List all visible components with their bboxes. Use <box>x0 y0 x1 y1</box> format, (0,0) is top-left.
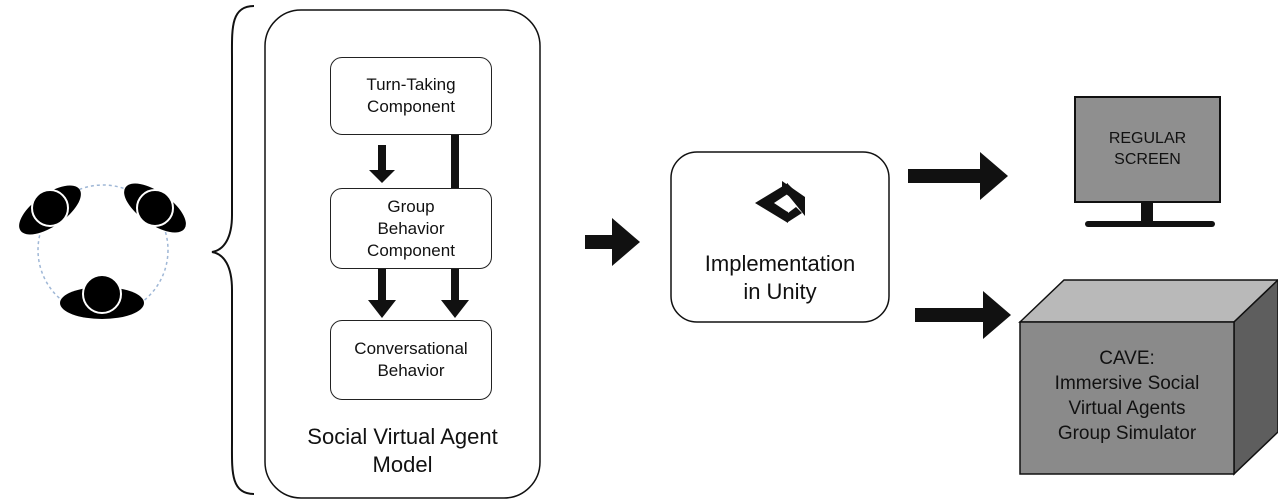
group-circle <box>37 184 169 316</box>
turn-taking-label: Turn-Taking Component <box>366 75 456 116</box>
group-behavior-box: Group Behavior Component <box>330 188 492 269</box>
group-of-people-icon <box>19 183 186 319</box>
down-arrow <box>369 145 395 183</box>
monitor-base <box>1085 221 1215 227</box>
monitor-label: REGULAR SCREEN <box>1108 130 1187 168</box>
curly-brace <box>211 5 255 495</box>
monitor-stand <box>1141 202 1153 222</box>
conversational-label: Conversational Behavior <box>354 339 468 380</box>
model-title: Social Virtual Agent Model <box>307 424 498 477</box>
monitor-screen <box>1074 96 1221 203</box>
person-icon <box>19 185 81 235</box>
down-arrow <box>368 269 396 318</box>
cave-label: CAVE: Immersive Social Virtual Agents Gr… <box>1054 348 1200 444</box>
arrow-to-cave <box>915 291 1011 339</box>
unity-box <box>670 151 890 323</box>
unity-logo-icon <box>755 181 805 223</box>
person-icon <box>124 183 186 233</box>
person-icon <box>60 274 144 319</box>
unity-label: Implementation in Unity <box>704 251 856 304</box>
conversational-box: Conversational Behavior <box>330 320 492 400</box>
cave-cube-icon <box>1018 278 1278 476</box>
turn-taking-box: Turn-Taking Component <box>330 57 492 135</box>
arrow-to-monitor <box>908 152 1008 200</box>
down-arrow <box>441 269 469 318</box>
arrow-to-unity <box>585 218 640 266</box>
group-behavior-label: Group Behavior Component <box>367 196 455 260</box>
monitor-icon <box>1074 96 1221 227</box>
turn-taking-connector <box>451 133 459 188</box>
